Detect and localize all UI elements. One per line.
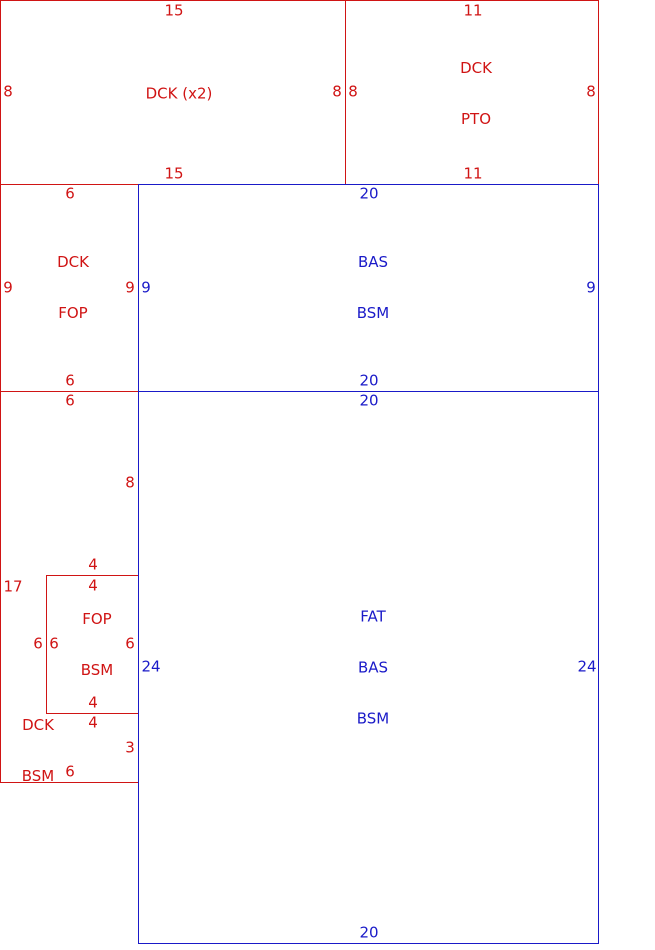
panel-label-bas-bsm-line2: BSM (356, 304, 390, 322)
dim-fop-bsm-left-outer: 6 (33, 634, 43, 653)
dim-dck-x2-top: 15 (164, 1, 184, 20)
panel-label-fop-bsm: FOP BSM (81, 577, 114, 713)
dim-dck-x2-right: 8 (332, 82, 342, 101)
dim-dck-bsm-left: 17 (3, 577, 23, 596)
panel-fat-bas-bsm (138, 391, 599, 944)
panel-label-dck-fop: DCK FOP (57, 220, 89, 356)
dim-fat-bas-bsm-right: 24 (577, 657, 597, 676)
dim-dck-pto-left: 8 (348, 82, 358, 101)
dim-fat-bas-bsm-left: 24 (141, 657, 161, 676)
dim-dck-pto-top: 11 (463, 1, 483, 20)
dim-bas-bsm-left: 9 (141, 278, 151, 297)
dim-fop-bsm-right: 6 (125, 634, 135, 653)
dim-dck-x2-bottom: 15 (164, 164, 184, 183)
dim-bas-bsm-bottom: 20 (359, 371, 379, 390)
panel-label-dck-pto-line1: DCK (460, 59, 492, 77)
dim-dck-fop-bottom: 6 (65, 371, 75, 390)
dim-fop-bsm-bottom-inner: 4 (88, 693, 98, 712)
dim-fop-bsm-bottom-outer: 4 (88, 713, 98, 732)
dim-fat-bas-bsm-top: 20 (359, 391, 379, 410)
panel-label-bas-bsm: BAS BSM (357, 220, 390, 356)
panel-label-dck-pto-line2: PTO (460, 110, 491, 128)
panel-label-fat-bas-bsm-line2: BAS (357, 658, 389, 677)
dim-dck-fop-left: 9 (3, 278, 13, 297)
dim-fop-bsm-top-inner: 4 (88, 576, 98, 595)
panel-label-dck-bsm-line1: DCK (22, 716, 54, 734)
dim-dck-bsm-right-upper: 8 (125, 473, 135, 492)
panel-label-dck-pto: DCK PTO (460, 26, 492, 162)
panel-label-dck-bsm-line2: BSM (21, 767, 55, 785)
panel-label-bas-bsm-line1: BAS (357, 253, 389, 271)
panel-label-dck-fop-line2: FOP (58, 304, 88, 322)
panel-label-fop-bsm-line1: FOP (82, 610, 112, 628)
dim-fat-bas-bsm-bottom: 20 (359, 923, 379, 942)
panel-label-dck-fop-line1: DCK (57, 253, 89, 271)
dim-fop-bsm-top-outer: 4 (88, 555, 98, 574)
panel-label-fat-bas-bsm-line1: FAT (360, 607, 386, 626)
dim-dck-pto-bottom: 11 (463, 164, 483, 183)
panel-label-fat-bas-bsm: FAT BAS BSM (357, 575, 390, 762)
panel-label-dck-bsm: DCK BSM (22, 683, 55, 819)
dim-dck-bsm-top: 6 (65, 391, 75, 410)
panel-label-dck-x2: DCK (x2) (145, 84, 213, 103)
panel-label-fat-bas-bsm-line3: BSM (356, 709, 390, 728)
dim-dck-fop-right: 9 (125, 278, 135, 297)
dim-fop-bsm-left-inner: 6 (49, 634, 59, 653)
panel-label-fop-bsm-line2: BSM (80, 661, 114, 679)
dim-dck-bsm-right-lower: 3 (125, 738, 135, 757)
dim-dck-bsm-bottom: 6 (65, 762, 75, 781)
dim-bas-bsm-right: 9 (586, 278, 596, 297)
dim-bas-bsm-top: 20 (359, 184, 379, 203)
dim-dck-fop-top: 6 (65, 184, 75, 203)
dim-dck-x2-left: 8 (3, 82, 13, 101)
dim-dck-pto-right: 8 (586, 82, 596, 101)
